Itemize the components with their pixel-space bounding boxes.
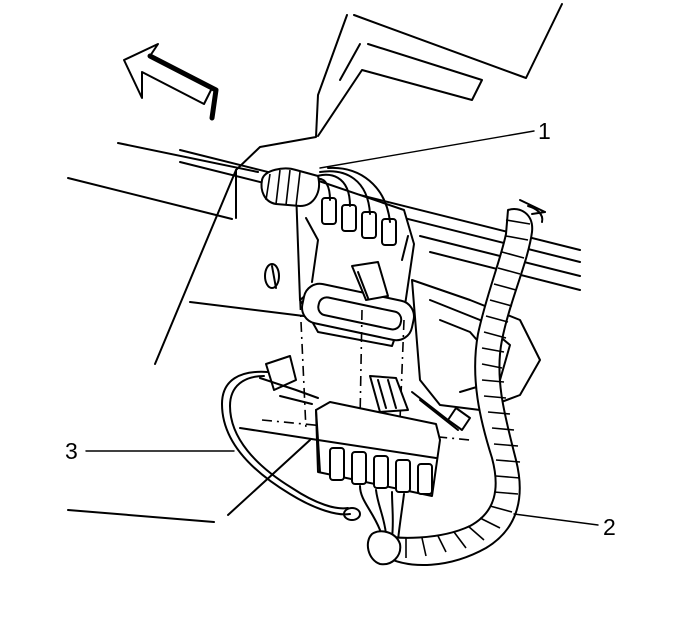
ground-wire: [221, 370, 351, 516]
callout-1-label: 1: [538, 118, 551, 144]
corrugated-harness: [366, 205, 546, 566]
callout-3-label: 3: [65, 438, 78, 464]
upper-connector: [260, 166, 415, 347]
callout-leaders: [85, 130, 599, 526]
leader-line-1: [319, 130, 535, 169]
callout-2-label: 2: [603, 514, 616, 540]
direction-arrow-icon: [123, 43, 219, 121]
leader-line-2: [513, 513, 599, 526]
lower-connector: [259, 355, 459, 541]
